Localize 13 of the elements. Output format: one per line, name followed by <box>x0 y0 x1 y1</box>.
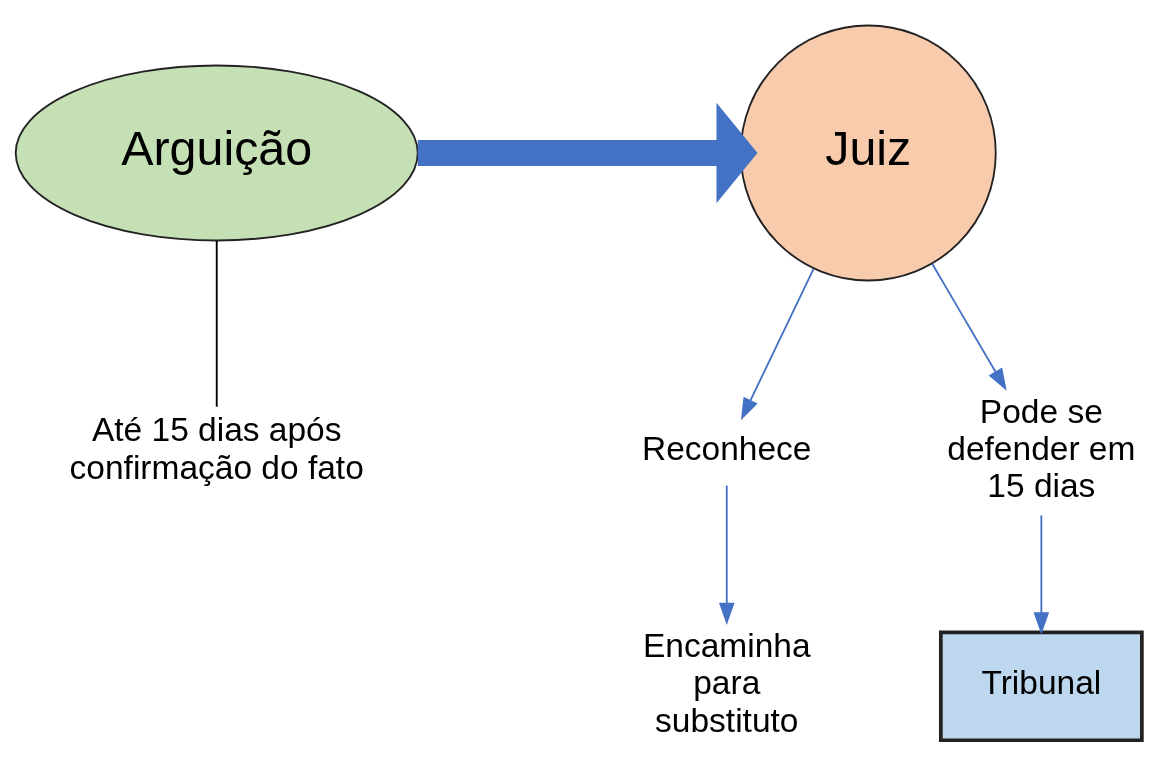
arrow <box>1033 514 1050 635</box>
arrow <box>718 484 735 625</box>
node-text: Encaminha para substituto <box>642 626 811 739</box>
arrow <box>931 262 1007 391</box>
connector <box>215 239 218 408</box>
node-text: Até 15 dias após confirmação do fato <box>69 410 364 486</box>
arrow <box>417 102 758 203</box>
node-box: Tribunal <box>938 629 1144 742</box>
node-text: Reconhece <box>642 429 812 467</box>
arrow <box>740 267 815 420</box>
node-text: Pode se defender em 15 dias <box>947 392 1136 504</box>
node-ellipse: Arguição <box>14 64 419 241</box>
node-circle: Juiz <box>739 24 997 281</box>
